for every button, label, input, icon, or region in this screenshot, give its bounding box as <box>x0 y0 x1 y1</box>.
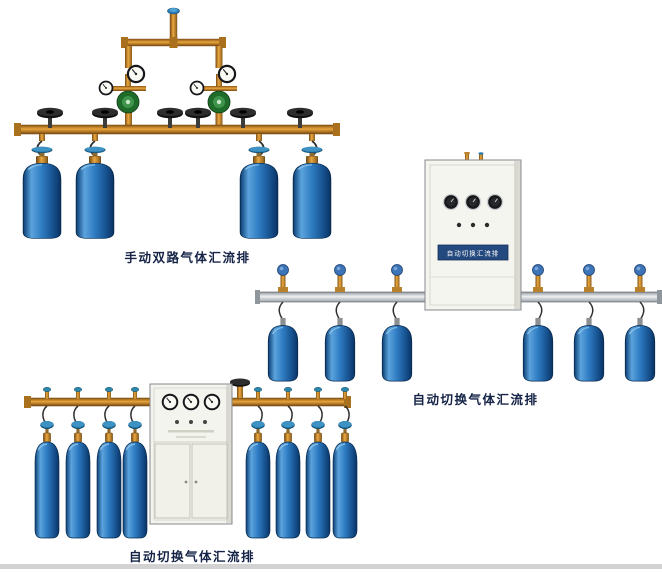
gas-cylinder <box>96 420 122 539</box>
pressure-regulator <box>190 65 237 113</box>
pipe-valves <box>42 387 350 399</box>
top-inlet-assembly <box>121 7 226 126</box>
bottle-group <box>267 317 656 382</box>
indicator-knob <box>203 420 207 424</box>
pressure-gauge-icon <box>442 193 460 211</box>
page-bottom-rule <box>0 564 662 569</box>
control-cabinet: 自动切换汇流排 <box>424 152 522 311</box>
caption-auto-floor: 自动切换气体汇流排 <box>128 550 255 564</box>
auto-floor-illustration <box>24 378 358 539</box>
cabinet-plaque-text: 自动切换汇流排 <box>447 249 500 258</box>
gas-cylinder <box>573 317 605 382</box>
pressure-regulator <box>99 65 146 113</box>
pressure-gauge-icon <box>203 393 221 411</box>
gas-cylinder <box>332 420 358 539</box>
manual-manifold-illustration <box>14 7 340 240</box>
control-cabinet <box>149 383 233 525</box>
gas-cylinder <box>65 420 91 539</box>
cabinet-plaque <box>437 244 509 261</box>
caption-manual-dual: 手动双路气体汇流排 <box>124 251 251 265</box>
pressure-gauge-icon <box>486 193 504 211</box>
product-auto-switch-cabinet: 自动切换汇流排 <box>255 152 662 387</box>
gas-cylinder <box>267 317 299 382</box>
pressure-gauge-icon <box>182 393 200 411</box>
indicator-knob <box>456 222 462 228</box>
riser-valve <box>230 378 250 398</box>
indicator-knob <box>189 420 193 424</box>
gas-cylinder <box>122 420 148 539</box>
gas-cylinder <box>522 317 554 382</box>
indicator-knob <box>175 420 179 424</box>
gas-cylinder <box>305 420 331 539</box>
gas-cylinder <box>381 317 413 382</box>
gas-cylinder <box>275 420 301 539</box>
caption-auto-cabinet: 自动切换气体汇流排 <box>412 393 539 407</box>
auto-manifold-illustration: 自动切换汇流排 <box>255 152 662 382</box>
gas-cylinder <box>324 317 356 382</box>
gas-cylinder <box>624 317 656 382</box>
product-auto-switch-floor <box>18 378 358 546</box>
pressure-gauge-icon <box>464 193 482 211</box>
product-manual-dual-manifold <box>12 6 342 244</box>
gas-cylinder <box>245 420 271 539</box>
header-pipe <box>14 123 340 136</box>
cabinet-door <box>154 443 191 519</box>
gas-cylinder <box>22 146 62 240</box>
gas-cylinder <box>34 420 60 539</box>
pressure-gauge-icon <box>161 393 179 411</box>
indicator-knob <box>484 222 490 228</box>
indicator-knob <box>470 222 476 228</box>
pipe-valves <box>277 264 646 292</box>
gas-cylinder <box>75 146 115 240</box>
cabinet-door <box>191 443 228 519</box>
